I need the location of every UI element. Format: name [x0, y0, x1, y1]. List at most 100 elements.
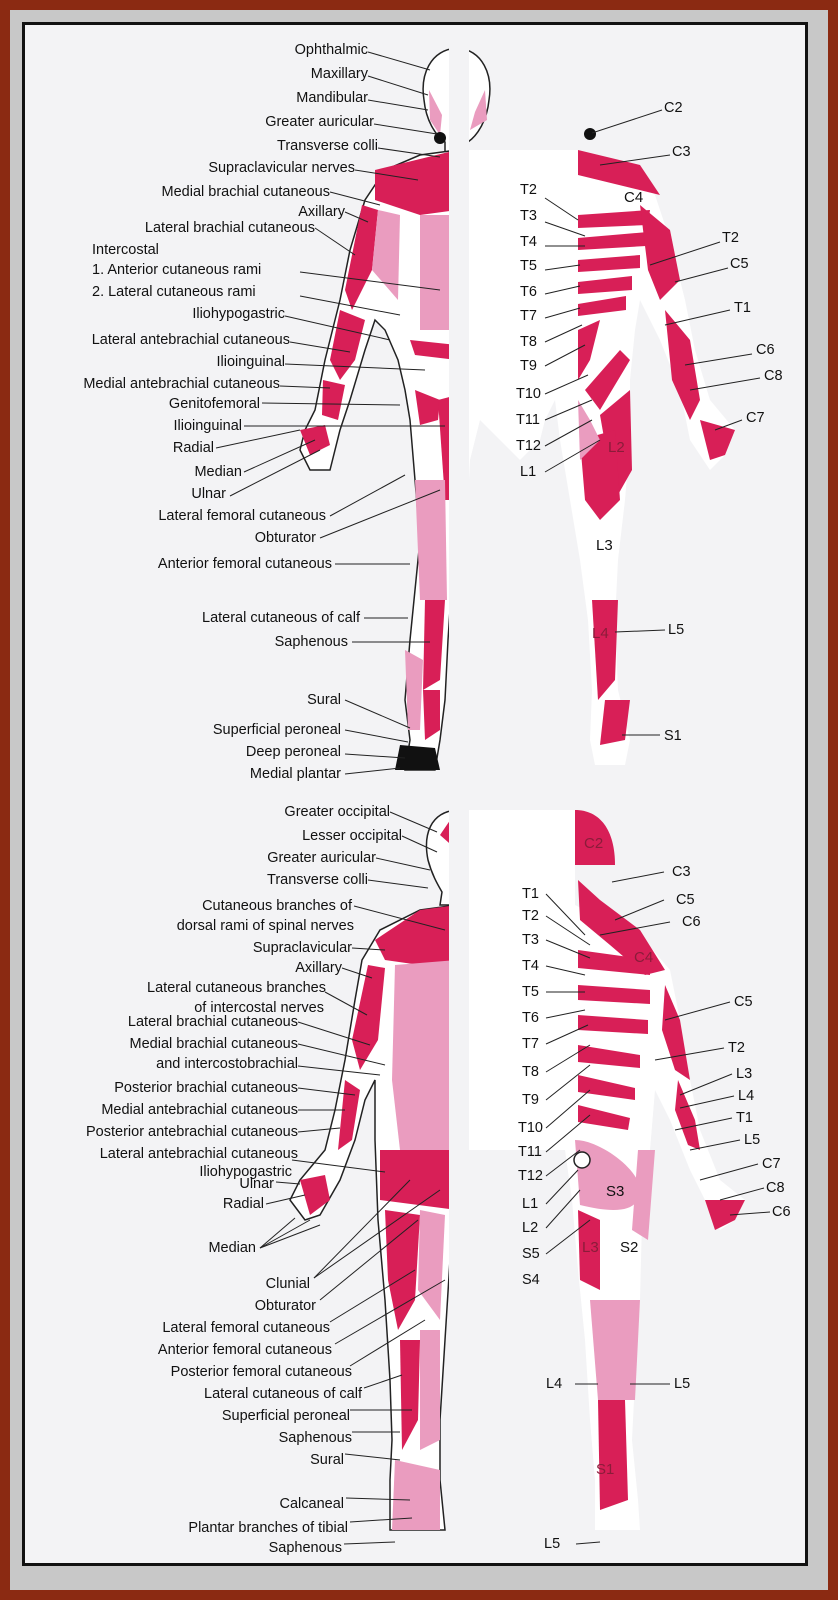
dermatome-back-t8: T8	[522, 1064, 539, 1080]
label-posterior-femoral-cutaneous: Posterior femoral cutaneous	[170, 1364, 352, 1380]
label-axillary: Axillary	[298, 204, 345, 220]
dermatome-back-t7: T7	[522, 1036, 539, 1052]
label-maxillary: Maxillary	[310, 66, 368, 82]
label-obturator-back: Obturator	[254, 1298, 316, 1314]
dermatome-back-t9: T9	[522, 1092, 539, 1108]
label-sural-back: Sural	[310, 1452, 344, 1468]
label-deep-peroneal: Deep peroneal	[245, 744, 341, 760]
dermatome-back-l5: L5	[744, 1132, 761, 1148]
label-lesser-occipital: Lesser occipital	[302, 828, 402, 844]
dermatome-back-t4: T4	[522, 958, 539, 974]
dermatome-back-t12: T12	[518, 1168, 543, 1184]
label-posterior-antebrachial-cutaneous: Posterior antebrachial cutaneous	[86, 1124, 298, 1140]
label-superficial-peroneal: Superficial peroneal	[212, 722, 341, 738]
label-anterior-femoral-cutaneous: Anterior femoral cutaneous	[157, 556, 332, 572]
dermatome-l5: L5	[668, 622, 685, 638]
dermatome-t12: T12	[516, 438, 541, 454]
label-radial: Radial	[172, 440, 214, 456]
label-medial-brachial-cutaneous: Medial brachial cutaneous	[161, 184, 330, 200]
label-ophthalmic: Ophthalmic	[294, 42, 368, 58]
leader-lines	[215, 51, 771, 1545]
label-median: Median	[194, 464, 242, 480]
dermatome-c5: C5	[730, 256, 749, 272]
label-medial-brachial-cutaneous-back: Medial brachial cutaneous	[129, 1036, 298, 1052]
dermatome-l3: L3	[596, 537, 613, 554]
label-lateral-cutaneous-of-calf-back: Lateral cutaneous of calf	[204, 1386, 362, 1402]
dermatome-l4: L4	[592, 625, 609, 642]
dermatome-t8: T8	[520, 334, 537, 350]
dermatome-back-t5: T5	[522, 984, 539, 1000]
label-supraclavicular-back: Supraclavicular	[252, 940, 352, 956]
label-iliohypogastric: Iliohypogastric	[192, 306, 285, 322]
label-of-intercostal-nerves: of intercostal nerves	[194, 1000, 324, 1016]
dermatome-back-t11: T11	[518, 1144, 542, 1160]
label-saphenous-back-2: Saphenous	[268, 1540, 342, 1556]
label-mandibular: Mandibular	[296, 90, 368, 106]
label-genitofemoral: Genitofemoral	[168, 396, 260, 412]
dermatome-t2-right: T2	[722, 230, 739, 246]
dermatome-back-c5: C5	[676, 892, 695, 908]
dermatome-back-s1: S1	[596, 1461, 615, 1478]
dermatome-t4: T4	[520, 234, 537, 250]
label-transverse-colli-back: Transverse colli	[267, 872, 368, 888]
dermatome-back-c3: C3	[672, 864, 691, 880]
label-greater-auricular: Greater auricular	[265, 114, 374, 130]
dermatome-back-c2: C2	[584, 835, 604, 852]
dermatome-l2: L2	[608, 439, 625, 456]
label-axillary-back: Axillary	[295, 960, 342, 976]
label-transverse-colli: Transverse colli	[277, 138, 378, 154]
label-medial-antebrachial-cutaneous: Medial antebrachial cutaneous	[83, 376, 280, 392]
dermatome-c7: C7	[746, 410, 765, 426]
dermatome-l1: L1	[520, 464, 537, 480]
dermatome-c6: C6	[756, 342, 775, 358]
front-divider	[449, 35, 469, 775]
label-greater-auricular-back: Greater auricular	[267, 850, 376, 866]
label-dorsal-rami: dorsal rami of spinal nerves	[176, 918, 354, 934]
label-sural: Sural	[307, 692, 341, 708]
dermatome-t10: T10	[516, 386, 541, 402]
dermatome-back-l3: L3	[736, 1066, 753, 1082]
dermatome-back-c5-2: C5	[734, 994, 753, 1010]
label-medial-antebrachial-cutaneous-back: Medial antebrachial cutaneous	[101, 1102, 298, 1118]
dermatome-back-c4: C4	[634, 949, 654, 966]
label-anterior-femoral-cutaneous-back: Anterior femoral cutaneous	[157, 1342, 332, 1358]
label-lateral-cutaneous-of-calf: Lateral cutaneous of calf	[202, 610, 360, 626]
dermatome-s1: S1	[664, 728, 682, 744]
dermatome-back-l5-2: L5	[674, 1376, 691, 1392]
label-lateral-antebrachial-cutaneous: Lateral antebrachial cutaneous	[91, 332, 290, 348]
label-posterior-brachial-cutaneous: Posterior brachial cutaneous	[114, 1080, 298, 1096]
dermatome-back-t2: T2	[522, 908, 539, 924]
dermatome-back-t2-right: T2	[728, 1040, 745, 1056]
dermatome-back-t3: T3	[522, 932, 539, 948]
dermatome-c3: C3	[672, 144, 691, 160]
label-clunial: Clunial	[265, 1276, 310, 1292]
dermatome-back-l2: L2	[522, 1220, 539, 1236]
label-ulnar-back: Ulnar	[239, 1176, 274, 1192]
label-anterior-cutaneous-rami: 1. Anterior cutaneous rami	[92, 262, 262, 278]
dermatome-back-t1: T1	[736, 1110, 753, 1126]
dermatome-back-c7: C7	[762, 1156, 781, 1172]
label-lateral-antebrachial-cutaneous-back: Lateral antebrachial cutaneous	[99, 1146, 298, 1162]
dermatome-c2: C2	[664, 100, 683, 116]
back-divider	[449, 800, 469, 1540]
label-greater-occipital: Greater occipital	[284, 804, 390, 820]
dermatome-back-c6-2: C6	[772, 1204, 791, 1220]
dermatome-t9: T9	[520, 358, 537, 374]
dermatome-c4: C4	[624, 189, 644, 206]
dermatome-back-l4: L4	[738, 1088, 755, 1104]
label-lateral-cutaneous-branches: Lateral cutaneous branches	[147, 980, 326, 996]
dermatome-back-l3-2: L3	[582, 1239, 599, 1256]
label-saphenous: Saphenous	[274, 634, 348, 650]
dermatome-t3: T3	[520, 208, 537, 224]
dermatome-back-c8: C8	[766, 1180, 785, 1196]
label-lateral-brachial-cutaneous-back: Lateral brachial cutaneous	[127, 1014, 298, 1030]
dermatome-back-c6: C6	[682, 914, 701, 930]
label-obturator: Obturator	[254, 530, 316, 546]
front-view-figure	[299, 47, 735, 771]
dermatome-back-s5: S5	[522, 1246, 540, 1262]
label-superficial-peroneal-back: Superficial peroneal	[221, 1408, 350, 1424]
dermatome-back-s2: S2	[620, 1239, 639, 1256]
label-median-back: Median	[208, 1240, 256, 1256]
label-lateral-cutaneous-rami: 2. Lateral cutaneous rami	[92, 284, 256, 300]
